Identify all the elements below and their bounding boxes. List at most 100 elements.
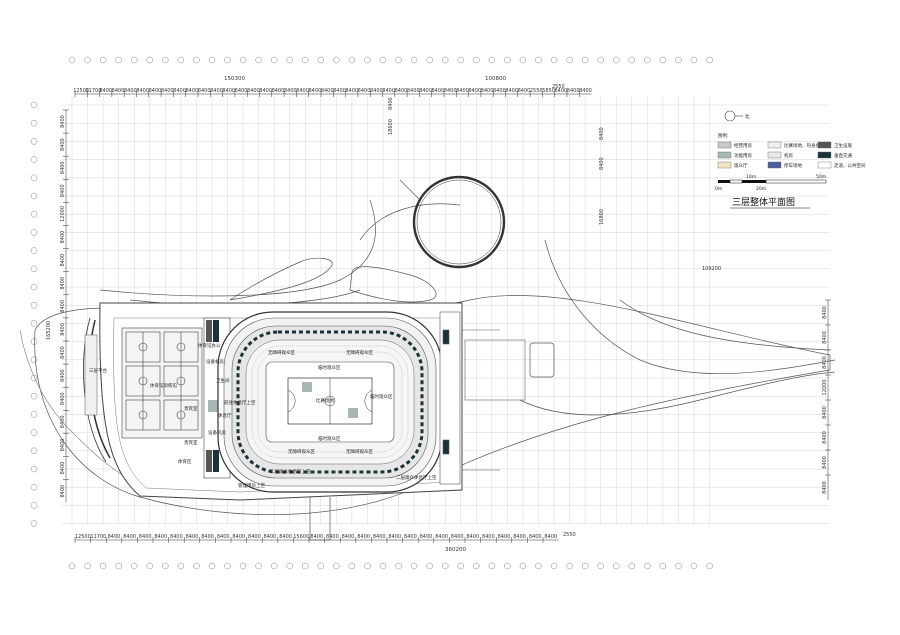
axis-bubble-left [30, 138, 38, 145]
dim-bottom-label: 8400 [373, 534, 386, 540]
axis-bubble-top [333, 56, 340, 64]
axis-bubble-top [628, 56, 635, 64]
label-audience-ne: 无障碍观众区 [346, 349, 373, 356]
dim-top-label: 8400 [185, 88, 198, 94]
axis-bubble-top [581, 56, 589, 64]
dim-bottom-label: 8400 [139, 534, 152, 540]
dim-bottom-total: 360200 [445, 547, 466, 553]
axis-bubble-bottom [659, 562, 667, 570]
dim-left-label: 8400 [60, 369, 66, 382]
axis-bubble-top [146, 56, 153, 64]
dim-bottom-label: 8400 [342, 534, 355, 540]
dim-bottom-small: 2550 [563, 532, 576, 538]
axis-bubble-left [30, 484, 38, 491]
axis-bubble-bottom [442, 562, 449, 570]
dim-mid-left-1: 8400 [388, 97, 394, 110]
scale-label-20: 20m [756, 186, 766, 192]
legend-label: 卫生设施 [834, 142, 852, 149]
axis-bubble-left [30, 247, 38, 254]
dim-top-total-left: 150300 [224, 76, 245, 82]
axis-bubble-bottom [566, 562, 573, 570]
axis-bubble-left [30, 302, 38, 309]
dim-top-label: 8400 [284, 88, 297, 94]
dim-top-label: 8400 [161, 88, 174, 94]
dim-bottom-label: 8400 [451, 534, 464, 540]
dim-top-label: 8400 [505, 88, 518, 94]
axis-bubble-bottom [146, 562, 153, 570]
axis-bubble-bottom [99, 562, 107, 570]
dim-top-label: 5850 [542, 88, 555, 94]
axis-bubble-bottom [364, 562, 371, 570]
dim-bottom-label: 8400 [201, 534, 214, 540]
axis-bubble-top [208, 56, 216, 64]
axis-bubble-bottom [644, 562, 651, 570]
label-audience-s: 临时观众区 [318, 435, 341, 442]
legend: 图例: 经营用房比赛场地、热身场地卫生设施功能用房机房垂直交通观众厅停车场地走道… [717, 132, 866, 169]
dim-top-label: 8400 [431, 88, 444, 94]
axis-bubble-top [224, 56, 231, 64]
axis-bubble-bottom [410, 562, 418, 570]
axis-bubble-top [690, 56, 698, 64]
label-vip: 贵宾室 [184, 439, 198, 446]
legend-label: 功能用房 [734, 152, 752, 159]
axis-bubble-top [239, 56, 247, 64]
dim-mid-left-0: 18600 [388, 119, 394, 135]
axis-bubble-left [30, 101, 38, 109]
axis-bubble-top [426, 56, 433, 64]
axis-bubble-top [364, 56, 371, 64]
dim-top-label: 8400 [419, 88, 432, 94]
axis-bubble-top [68, 56, 76, 64]
dim-top-total-right: 100800 [485, 76, 506, 82]
axis-bubble-top [395, 56, 402, 64]
axis-bubble-top [644, 56, 651, 64]
axis-bubble-top [84, 56, 91, 64]
axis-bubble-top [270, 56, 278, 64]
dim-top-label: 8400 [493, 88, 506, 94]
dim-top-label: 8400 [407, 88, 420, 94]
dim-bottom-label: 8400 [498, 534, 511, 540]
dim-bottom-label: 8400 [279, 534, 292, 540]
label-concourse-s: 二层观众休息厅上空 [270, 468, 311, 475]
dim-right-label: 8400 [822, 306, 828, 319]
dim-bottom-label: 8400 [264, 534, 277, 540]
dim-bottom-label: 8400 [154, 534, 167, 540]
axis-bubble-top [457, 56, 464, 64]
axis-bubble-bottom [348, 562, 356, 570]
axis-bubble-bottom [504, 562, 511, 570]
dim-top-label: 8400 [518, 88, 531, 94]
label-training: 体育馆训练馆 [150, 382, 177, 389]
legend-label: 垂直交通 [834, 152, 852, 159]
axis-bubble-left [30, 320, 38, 327]
axis-bubble-bottom [488, 562, 496, 570]
dim-top-label: 8400 [210, 88, 223, 94]
label-storage: 贵宾室 [184, 405, 198, 412]
axis-bubble-top [675, 56, 682, 64]
dim-left-label: 8400 [60, 346, 66, 359]
axis-bubble-top [286, 56, 293, 64]
axis-bubble-left [30, 447, 38, 454]
scale-label-50: 50m [816, 174, 826, 180]
label-audience-se: 无障碍观众区 [346, 448, 373, 455]
axis-bubble-left [30, 283, 38, 291]
dim-right-label: 8400 [822, 331, 828, 344]
dim-top-label: 8400 [247, 88, 260, 94]
legend-label: 走道、公共空间 [834, 162, 866, 169]
label-equipment: 设备机房 [208, 429, 226, 436]
dim-left-label: 8400 [60, 300, 66, 313]
axis-bubble-top [302, 56, 309, 64]
axis-bubble-bottom [239, 562, 247, 570]
label-concourse-w: 前往休息厅上空 [224, 399, 256, 406]
dim-top-label: 8400 [579, 88, 592, 94]
dim-right-label: 8400 [822, 456, 828, 469]
dim-left-label: 8400 [60, 138, 66, 151]
dim-top-label: 8400 [345, 88, 358, 94]
label-upper-void: 管理用房上空 [238, 482, 265, 489]
dim-bottom-label: 8400 [170, 534, 183, 540]
dim-mid-right-0: 16800 [599, 209, 605, 225]
dim-right-label: 8400 [822, 406, 828, 419]
label-training-w: 三层平台 [89, 367, 107, 374]
axis-bubble-left [30, 174, 38, 182]
